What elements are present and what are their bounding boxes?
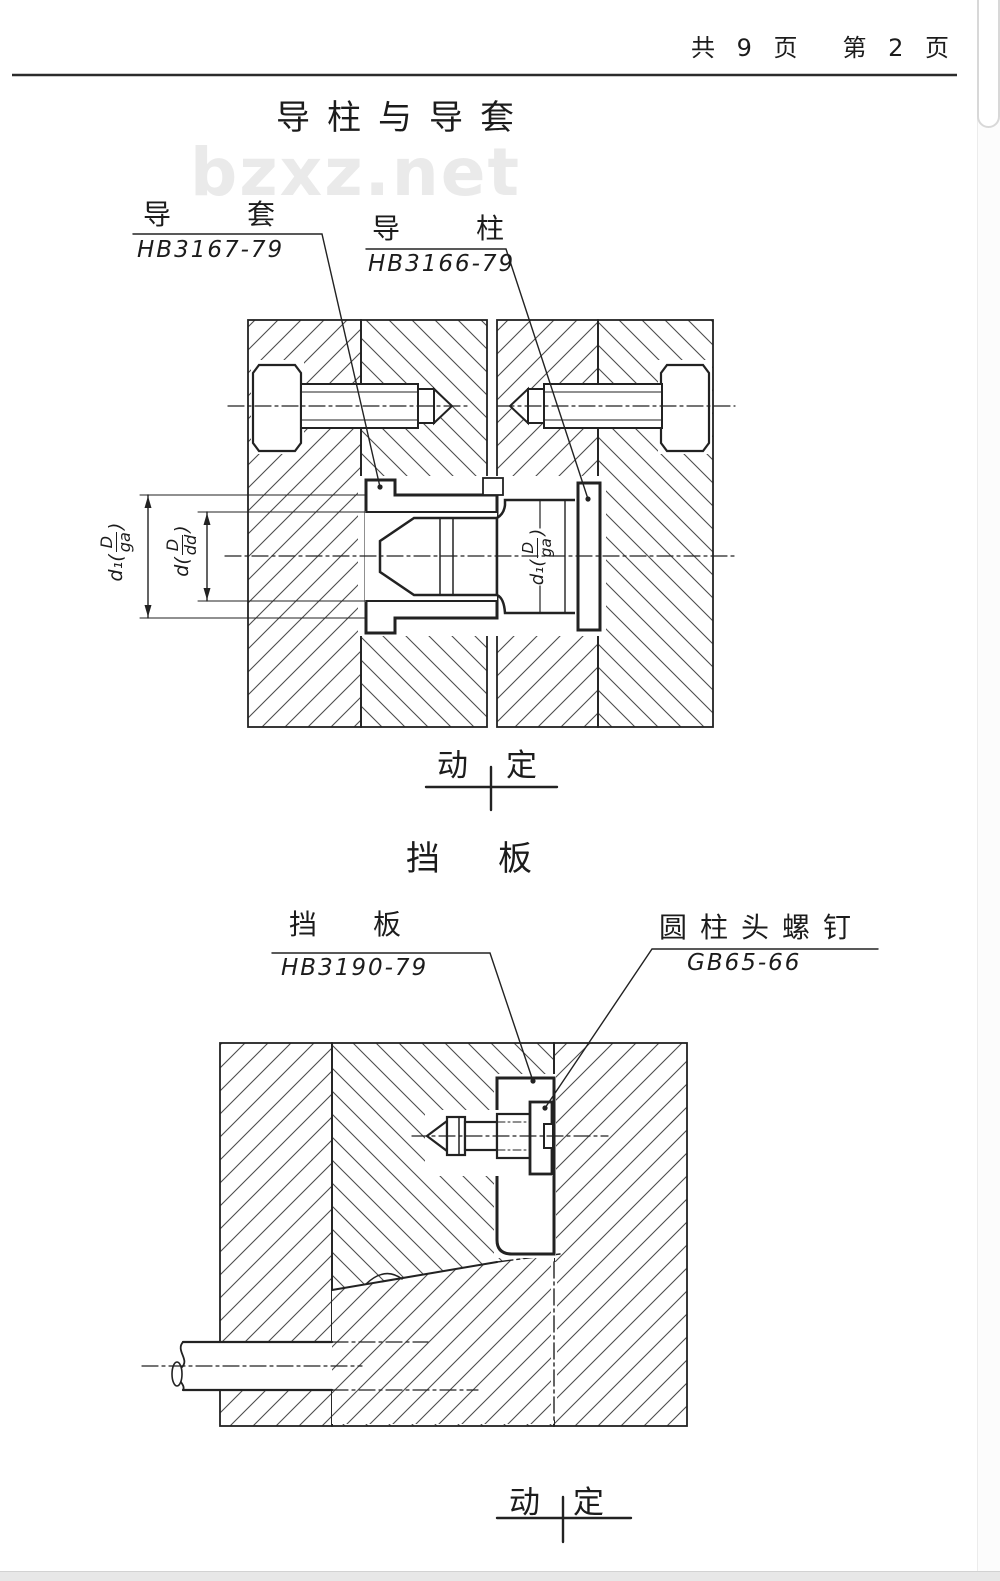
fig2-right-block [553, 1042, 688, 1427]
pillar-diameter-label: d₁( D ga ) [519, 487, 555, 627]
bushing-callout-label: 导套 [143, 198, 352, 231]
screw-standard-number: GB65-66 [687, 950, 802, 976]
fig1-right-screw [497, 360, 736, 454]
section2-title: 挡板 [406, 839, 590, 879]
fig2-leaders [271, 948, 879, 1111]
fig1-bushing-pillar-assembly [224, 476, 736, 636]
fig1-left-screw [227, 360, 471, 454]
total-pages-label: 共 9 页 [690, 34, 805, 62]
dimension-inner-label: d( D dd ) [163, 476, 200, 626]
dim-inner-denominator: dd [180, 534, 200, 556]
watermark-text: bzxz.net [190, 134, 522, 211]
bushing-standard-number: HB3167-79 [137, 237, 285, 263]
pillar-callout-label: 导柱 [372, 212, 581, 245]
fig2-screw [411, 1100, 609, 1176]
dim-pillar-numerator: D [519, 537, 538, 558]
fig2-moving-half-label: 动 [509, 1485, 540, 1521]
dimension-outer-label: d₁( D ga ) [97, 477, 134, 627]
dim-inner-numerator: D [163, 534, 183, 556]
pillar-standard-number: HB3166-79 [368, 251, 516, 277]
stop-plate-callout-label: 挡板 [289, 908, 458, 941]
fig1-parting-mark [424, 765, 559, 812]
fig1-dimensions [139, 494, 367, 619]
dim-pillar-fraction: D ga [519, 537, 555, 558]
dim-inner-prefix: d( [171, 557, 193, 577]
figure1-drawing [132, 233, 736, 812]
fig1-fixed-half-label: 定 [506, 748, 537, 784]
fig2-parting-mark [495, 1495, 633, 1544]
vertical-scrollbar-track[interactable] [977, 0, 1000, 1581]
dim-pillar-suffix: ) [526, 528, 548, 536]
vertical-scrollbar-thumb[interactable] [977, 0, 1000, 128]
fig2-fixed-half-label: 定 [573, 1485, 604, 1521]
dim-pillar-prefix: d₁( [526, 559, 548, 586]
fig2-parting-labels: 动 定 [509, 1477, 604, 1522]
dim-inner-fraction: D dd [163, 534, 200, 556]
fig1-parting-labels: 动 定 [437, 740, 537, 785]
dim-inner-suffix: ) [171, 525, 193, 533]
dim-outer-numerator: D [97, 531, 117, 553]
fig1-leaders [132, 233, 591, 502]
dim-outer-suffix: ) [105, 522, 127, 530]
dim-outer-prefix: d₁( [105, 554, 127, 582]
fig2-round-bar [141, 1340, 479, 1392]
screw-callout-label: 圆柱头螺钉 [659, 911, 865, 944]
dim-outer-denominator: ga [114, 532, 134, 553]
fig1-moving-half-label: 动 [437, 748, 468, 784]
section1-title: 导柱与导套 [276, 98, 531, 138]
horizontal-scrollbar-track[interactable] [0, 1571, 1000, 1581]
figure2-drawing [141, 948, 879, 1544]
dim-pillar-denominator: ga [536, 538, 555, 558]
stop-plate-standard-number: HB3190-79 [281, 955, 429, 981]
page-header: 共 9 页 第 2 页 [691, 28, 956, 63]
dim-outer-fraction: D ga [97, 531, 134, 553]
current-page-label: 第 2 页 [842, 34, 956, 62]
